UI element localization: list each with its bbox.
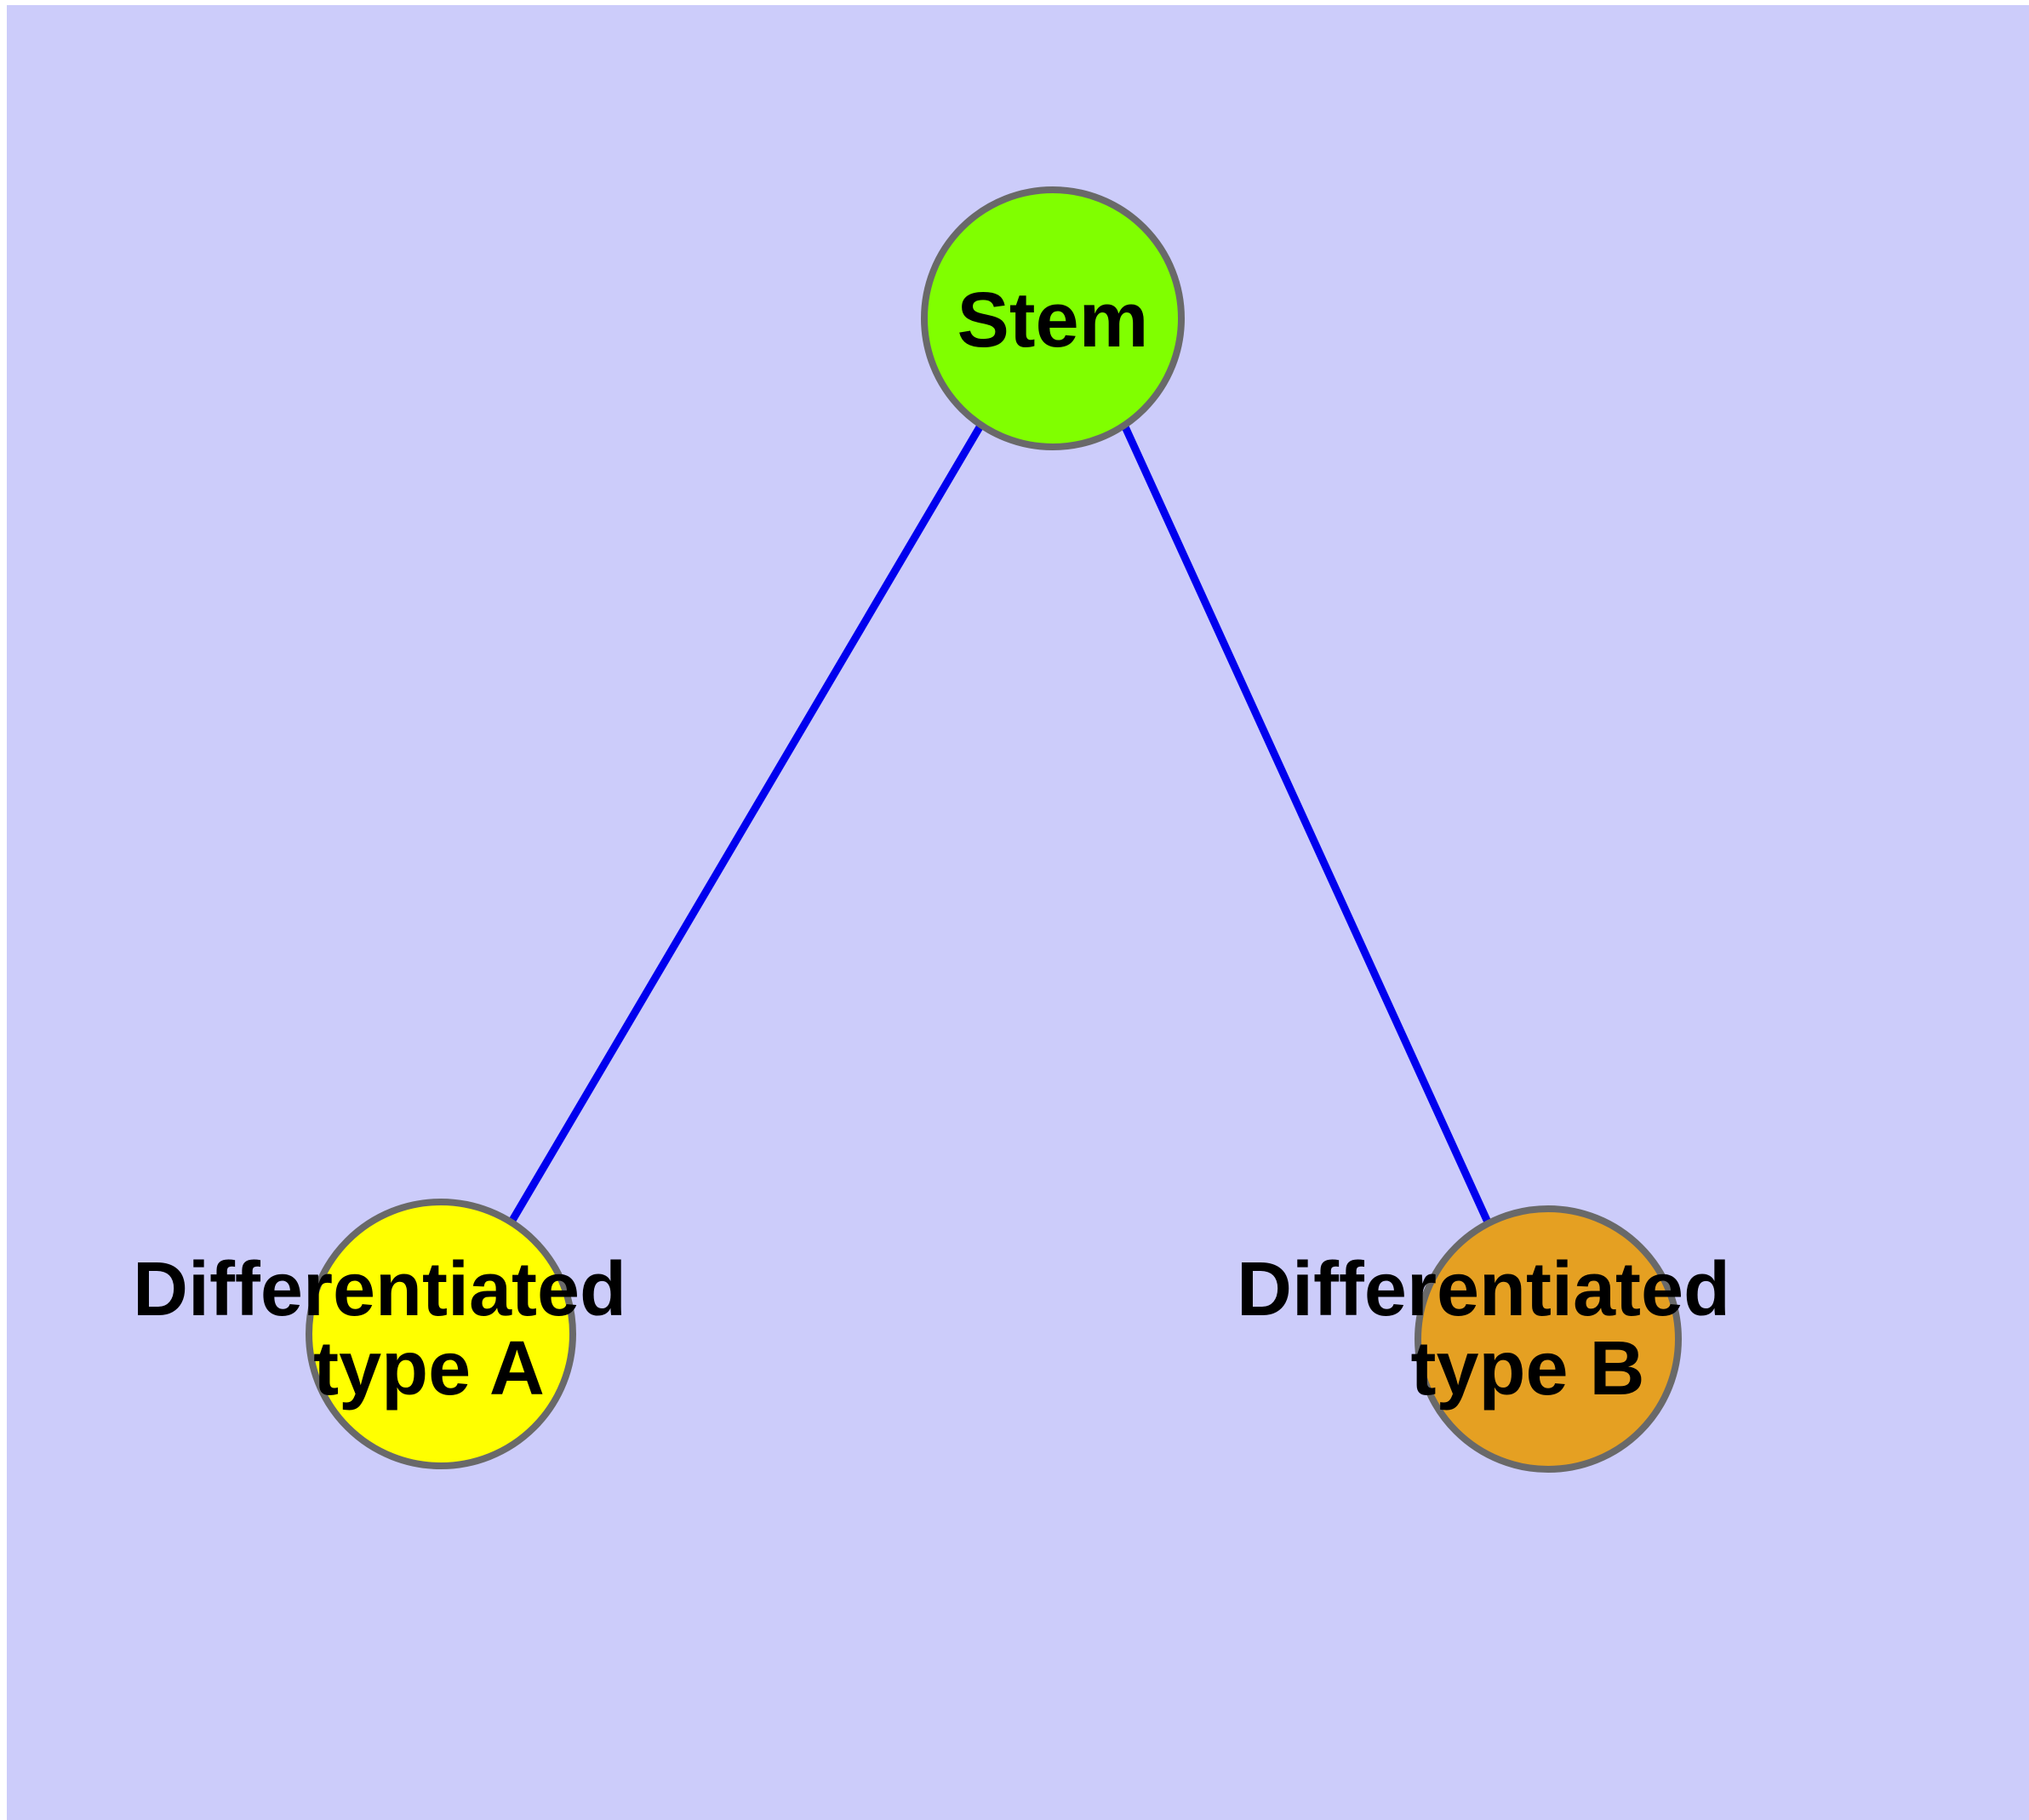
node-differentiated-type-b[interactable]	[1415, 1205, 1682, 1473]
node-differentiated-type-a-label-line-2: type A	[313, 1326, 545, 1411]
node-differentiated-type-a[interactable]	[306, 1199, 576, 1469]
node-stem[interactable]: Stem	[921, 186, 1185, 450]
node-stem-label: Stem	[957, 277, 1149, 363]
node-stem-circle[interactable]	[921, 186, 1185, 450]
node-layer: Stem	[306, 186, 1682, 1473]
label-layer: Differentiated type A Differentiated typ…	[133, 1247, 1730, 1411]
node-differentiated-type-a-circle[interactable]	[306, 1199, 576, 1469]
edge-layer	[507, 419, 1494, 1228]
edge-stem-to-differentiated-type-a[interactable]	[507, 419, 986, 1226]
edge-stem-to-differentiated-type-b[interactable]	[1119, 421, 1494, 1228]
node-differentiated-type-b-label-line-2: type B	[1410, 1326, 1644, 1411]
node-differentiated-type-b-label-line-1: Differentiated	[1237, 1247, 1730, 1332]
node-differentiated-type-a-label-line-1: Differentiated	[133, 1247, 626, 1332]
node-differentiated-type-b-circle[interactable]	[1415, 1205, 1682, 1473]
